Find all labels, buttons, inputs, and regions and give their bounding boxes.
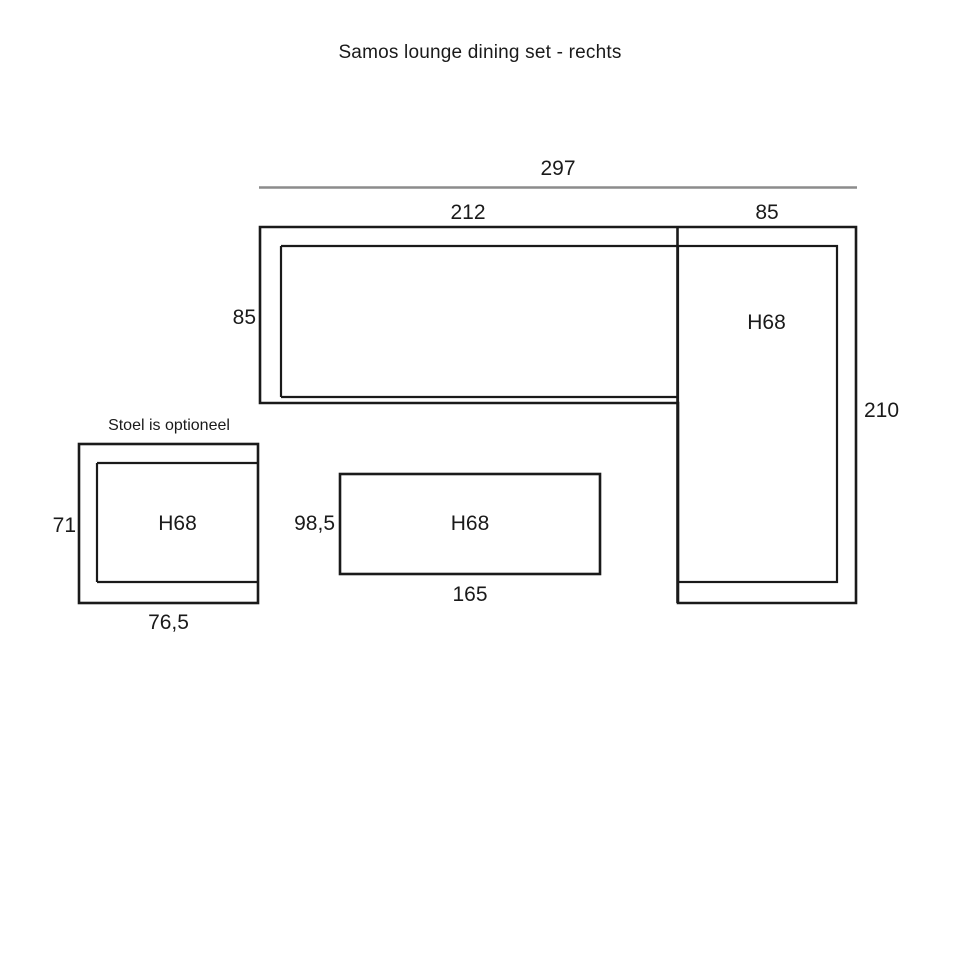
corner-module-cushion-outline	[676, 244, 839, 584]
chair-height-label: H68	[158, 512, 197, 535]
dimension-label-table-depth: 98,5	[294, 512, 335, 535]
page-title: Samos lounge dining set - rechts	[338, 42, 622, 63]
dimension-label-chair-depth: 71	[52, 514, 76, 537]
dimension-label-sofa-width: 212	[450, 201, 486, 224]
dimension-label-table-width: 165	[452, 583, 488, 606]
dimension-label-overall-depth: 210	[864, 399, 900, 422]
dimension-label-overall-width: 297	[540, 157, 576, 180]
chair-outer-outline	[77, 442, 260, 605]
corner-module-height-label: H68	[747, 311, 786, 334]
chair-cushion-outline	[95, 461, 258, 584]
table-height-label: H68	[450, 512, 490, 535]
dimension-label-chair-width: 76,5	[148, 611, 189, 634]
chair-optional-note: Stoel is optioneel	[108, 417, 230, 434]
dimension-label-sofa-depth: 85	[232, 306, 256, 329]
table-outline	[338, 472, 602, 576]
sofa-outer-outline	[258, 225, 858, 605]
dimension-label-arm-width: 85	[755, 201, 779, 224]
sofa-cushion-outline	[279, 244, 677, 399]
